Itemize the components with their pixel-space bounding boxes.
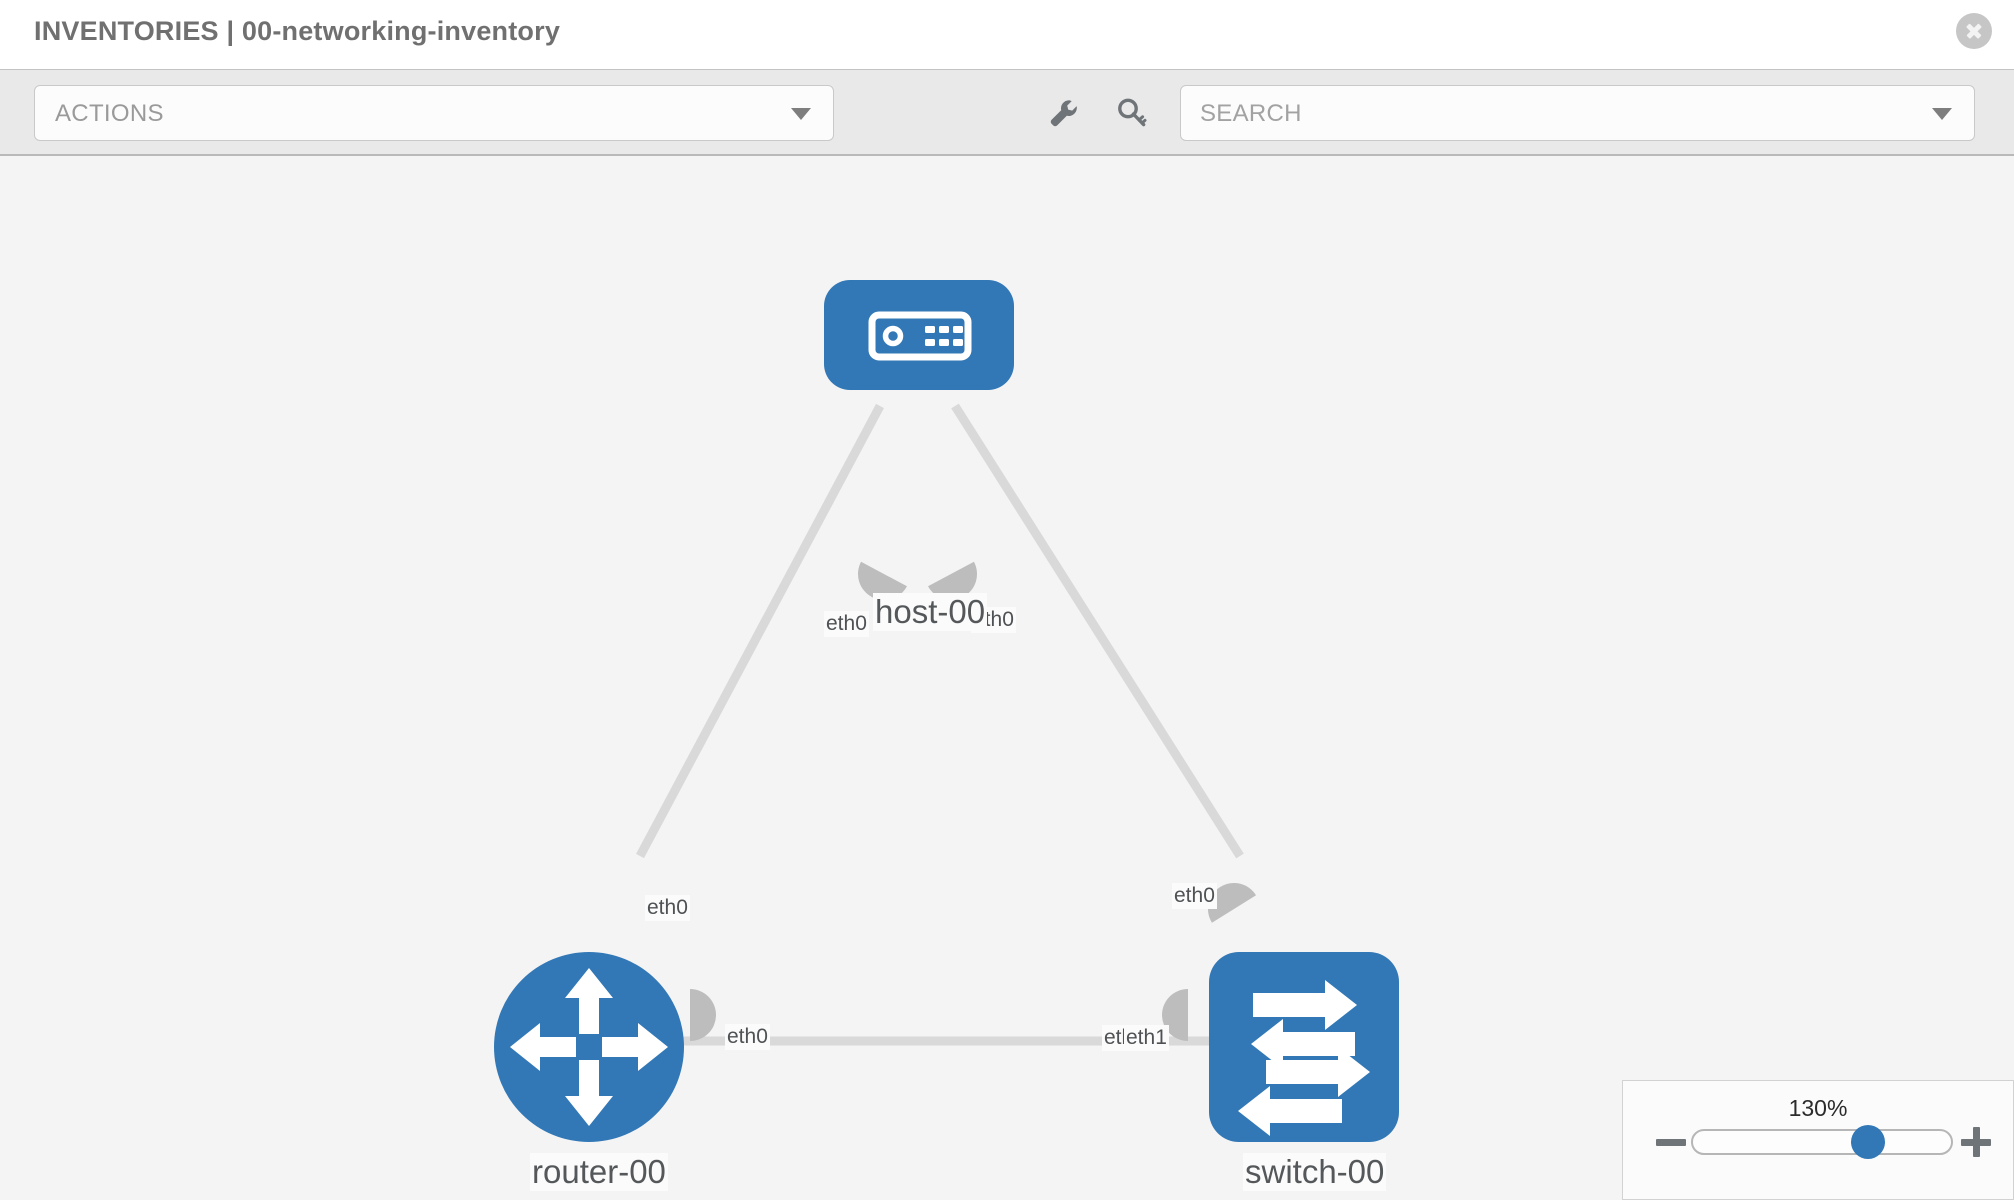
plus-icon[interactable] (1961, 1127, 1991, 1157)
key-icon[interactable] (1115, 96, 1149, 130)
actions-dropdown-label: ACTIONS (55, 100, 164, 127)
plus-icon-bar-vertical (1972, 1127, 1980, 1157)
switch-arrows-icon (1238, 980, 1370, 1136)
minus-icon-bar (1656, 1138, 1686, 1146)
port-router00-eth0-right (690, 989, 716, 1041)
page-title: INVENTORIES | 00-networking-inventory (34, 16, 561, 46)
chevron-down-icon[interactable] (1932, 108, 1952, 120)
close-icon[interactable] (1956, 13, 1992, 49)
node-switch-00 (1209, 952, 1399, 1142)
chevron-down-icon (791, 108, 811, 120)
zoom-level-value: 130% (1788, 1095, 1848, 1121)
search-input[interactable]: SEARCH (1180, 85, 1975, 141)
port-host00-right-knob (928, 561, 977, 600)
link-host00-switch00 (951, 403, 1244, 859)
wrench-icon[interactable] (1047, 96, 1081, 130)
iface-label-switch00-eth1-left: eth1 (1124, 1025, 1169, 1051)
node-label-host-00: host-00 (873, 593, 988, 631)
topology-ports (690, 561, 1257, 1041)
topology-graph (494, 280, 1399, 1142)
node-router-00 (494, 952, 684, 1142)
node-host-00 (824, 280, 1014, 390)
iface-label-router00-eth0-up: eth0 (645, 895, 690, 921)
server-icon (868, 311, 972, 361)
actions-dropdown[interactable]: ACTIONS (34, 85, 834, 141)
topology-canvas[interactable]: eth0 eth0 eth0 eth0 eth0 eth0 eth1 host-… (0, 156, 2014, 1200)
search-placeholder: SEARCH (1200, 100, 1302, 127)
zoom-slider[interactable] (1691, 1129, 1953, 1155)
zoom-control-panel: 130% (1622, 1080, 2014, 1200)
iface-label-router00-eth0-right: eth0 (725, 1024, 770, 1050)
port-switch00-eth0-top (1208, 883, 1257, 923)
iface-label-host00-eth0-left: eth0 (824, 611, 869, 637)
zoom-slider-thumb[interactable] (1851, 1125, 1885, 1159)
port-host00-left-knob (858, 561, 907, 600)
node-label-switch-00: switch-00 (1243, 1153, 1387, 1191)
node-label-router-00: router-00 (530, 1153, 668, 1191)
minus-icon[interactable] (1656, 1127, 1686, 1157)
iface-label-switch00-eth0-up: eth0 (1172, 883, 1217, 909)
toolbar: ACTIONS SEARCH (0, 69, 2014, 156)
link-host00-router00 (636, 403, 884, 859)
router-arrows-icon (510, 968, 668, 1126)
page-header: INVENTORIES | 00-networking-inventory (0, 0, 2014, 69)
topology-links (636, 403, 1250, 1046)
